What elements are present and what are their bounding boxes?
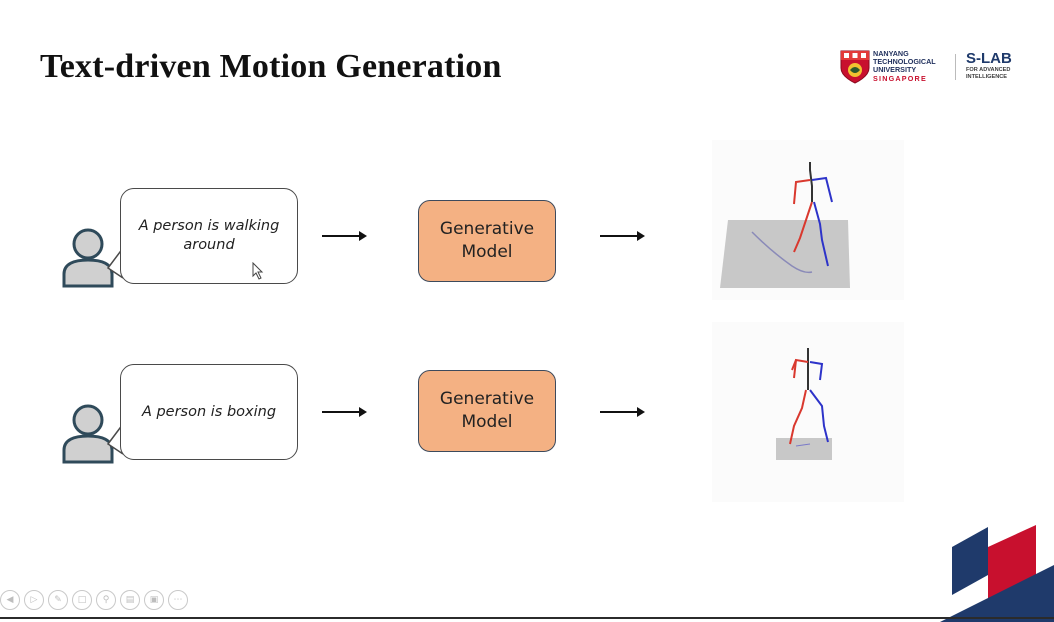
slab-sub2: INTELLIGENCE: [966, 74, 1008, 80]
boxing-skeleton: [789, 348, 829, 445]
mouse-cursor-icon: [252, 262, 264, 280]
ntu-line3: UNIVERSITY: [873, 65, 917, 75]
walking-skeleton: [793, 162, 833, 267]
speech-bubble: A person is boxing: [120, 364, 298, 460]
slab-sub1: FOR ADVANCED: [966, 67, 1011, 73]
floor-plane: [776, 438, 832, 460]
play-icon[interactable]: ▷: [24, 590, 44, 610]
logo-divider: [955, 54, 956, 80]
pen-icon[interactable]: ✎: [48, 590, 68, 610]
arrow-right-icon: [600, 407, 645, 417]
previous-slide-icon[interactable]: ◀: [0, 590, 20, 610]
corner-decoration: [940, 525, 1054, 622]
bottom-rule: [0, 617, 1054, 619]
person-icon: [62, 404, 114, 464]
floor-plane: [720, 220, 850, 288]
generative-model-box: Generative Model: [418, 200, 556, 282]
more-icon[interactable]: ⋯: [168, 590, 188, 610]
ntu-line2: TECHNOLOGICAL: [873, 57, 936, 67]
ntu-logo: NANYANG TECHNOLOGICAL UNIVERSITY SINGAPO…: [840, 48, 952, 88]
boxing-motion-render: [712, 322, 904, 502]
slides-icon[interactable]: ▤: [120, 590, 140, 610]
prompt-text: A person is boxing: [141, 403, 277, 420]
model-label: Generative Model: [439, 389, 535, 432]
arrow-right-icon: [600, 231, 645, 241]
ntu-crest-icon: [840, 50, 870, 84]
arrow-right-icon: [322, 407, 367, 417]
ntu-wordmark: NANYANG TECHNOLOGICAL UNIVERSITY SINGAPO…: [873, 49, 936, 83]
zoom-icon[interactable]: ⚲: [96, 590, 116, 610]
walking-motion-render: [712, 140, 904, 300]
model-label: Generative Model: [439, 219, 535, 262]
prompt-text: A person is walking around: [138, 218, 280, 253]
subtitles-icon[interactable]: ▣: [144, 590, 164, 610]
slab-main-text: S-LAB: [966, 50, 1012, 67]
copy-icon[interactable]: □: [72, 590, 92, 610]
ntu-line1: NANYANG: [873, 49, 909, 58]
slide-title: Text-driven Motion Generation: [40, 48, 502, 85]
presentation-toolbar: ◀ ▷ ✎ □ ⚲ ▤ ▣ ⋯: [0, 590, 188, 612]
ntu-line4: SINGAPORE: [873, 73, 927, 83]
speech-bubble: A person is walking around: [120, 188, 298, 284]
trajectory: [751, 231, 813, 274]
slab-logo: S-LAB FOR ADVANCED INTELLIGENCE: [966, 50, 1046, 90]
arrow-right-icon: [322, 231, 367, 241]
generative-model-box: Generative Model: [418, 370, 556, 452]
